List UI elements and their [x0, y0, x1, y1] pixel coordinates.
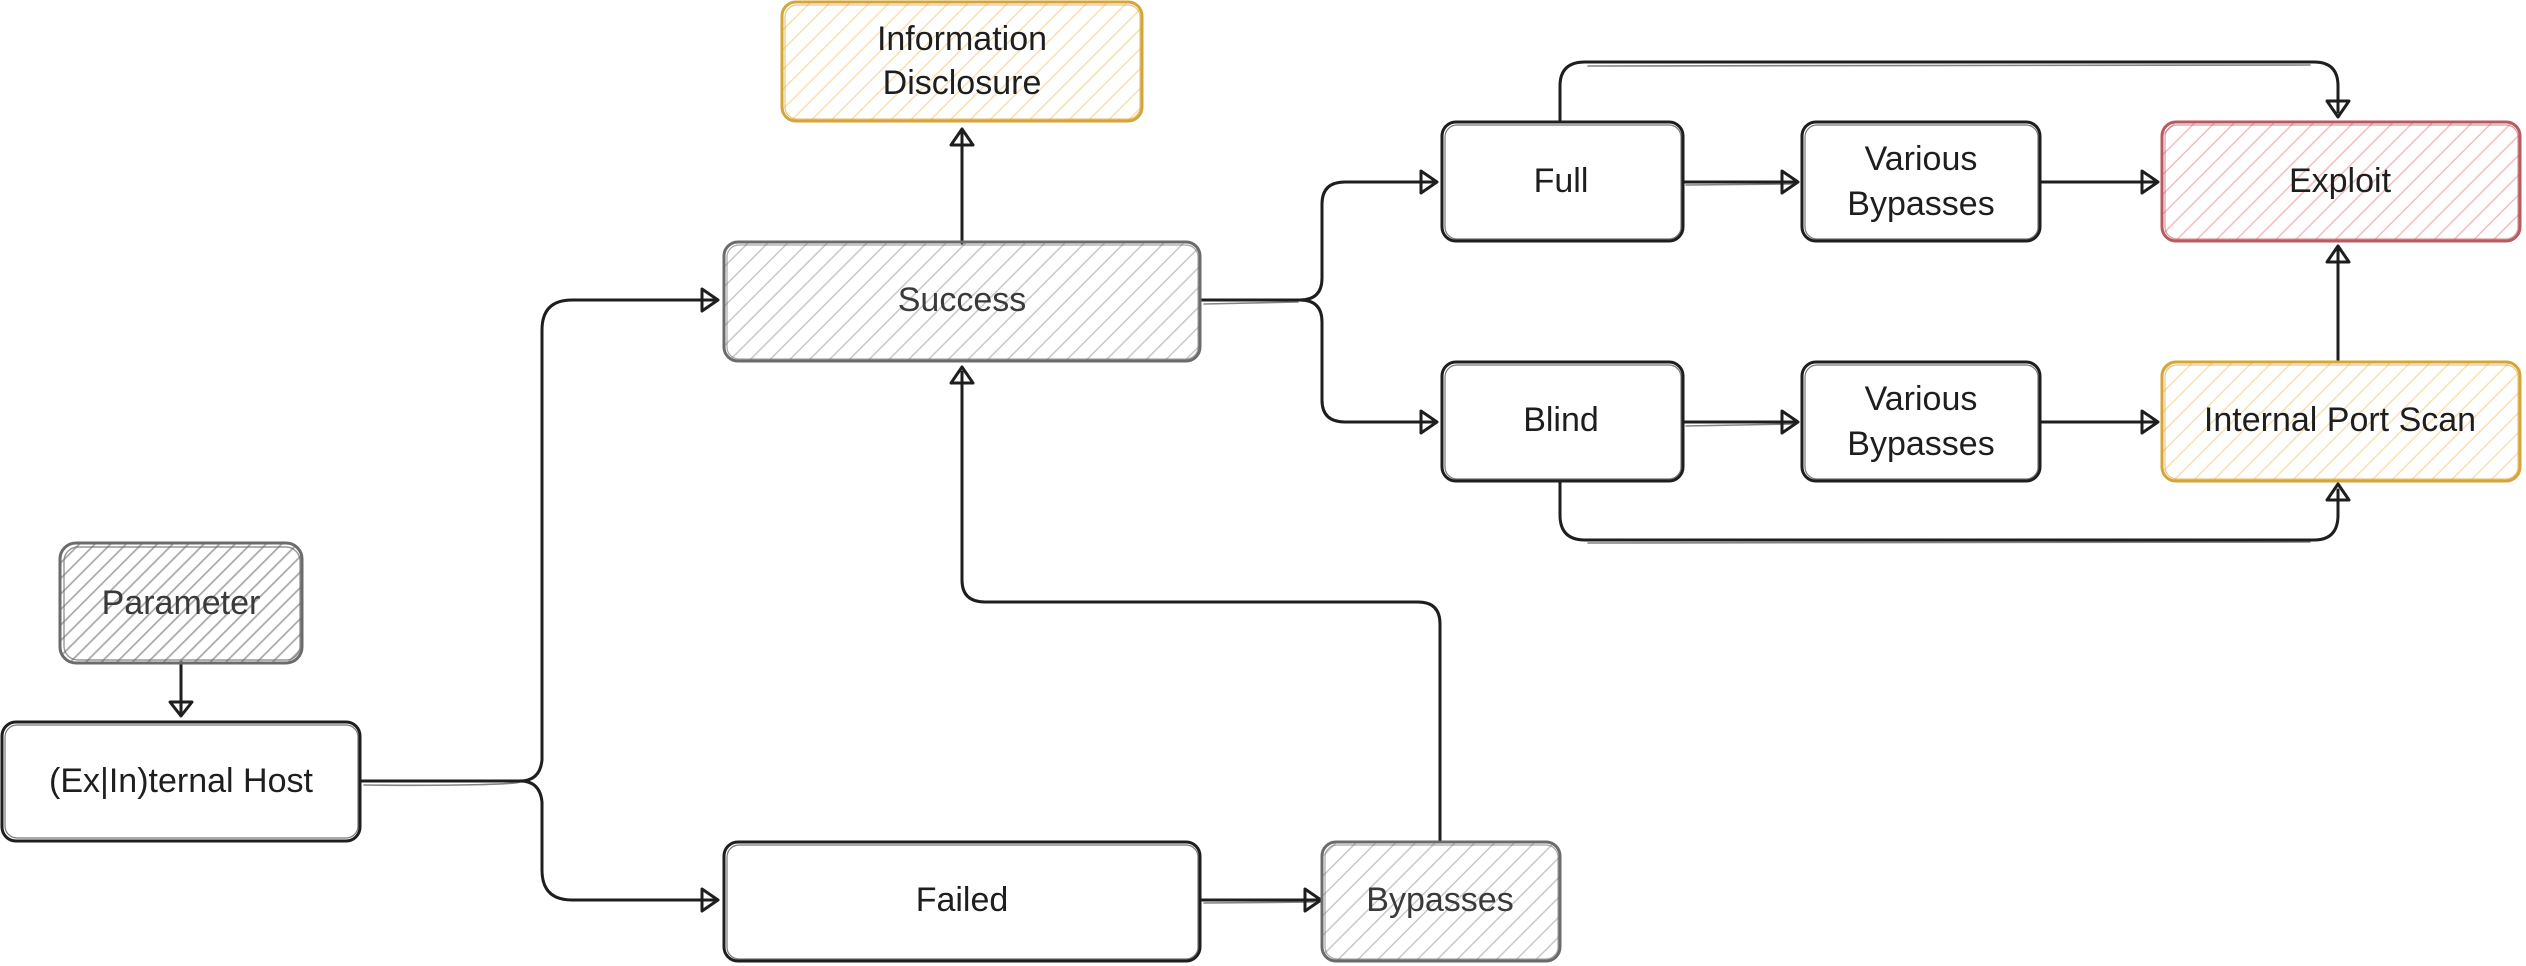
node-bypasses-label: Bypasses	[1366, 881, 1513, 919]
node-host-label: (Ex|In)ternal Host	[49, 762, 313, 800]
arrowhead-exploit-top	[2325, 99, 2351, 119]
node-parameter[interactable]: Parameter	[58, 541, 304, 665]
edge-full-top-to-exploit	[1558, 60, 2340, 122]
arrowhead-full-left	[1419, 169, 1439, 195]
edge-bypasses-to-success	[960, 370, 1442, 844]
node-vb-full-label-line-2: Bypasses	[1847, 185, 1994, 223]
arrowhead-exploit-bottom	[2325, 244, 2351, 264]
edge-blind-to-vb-sketch	[1685, 423, 1793, 427]
arrowhead-exploit-left	[2140, 169, 2160, 195]
node-blind[interactable]: Blind	[1440, 360, 1685, 483]
edge-host-to-failed	[518, 779, 717, 902]
edge-success-to-blind	[1298, 298, 1437, 424]
edges	[168, 60, 2351, 913]
edge-host-to-success	[518, 298, 717, 783]
node-information-disclosure[interactable]: Information Disclosure	[780, 0, 1144, 123]
arrowhead-host-top	[168, 700, 194, 718]
edge-success-fork-sketch	[1203, 301, 1299, 305]
node-success[interactable]: Success	[722, 240, 1202, 363]
arrowhead-vb-blind-left	[1780, 409, 1800, 435]
node-internal-port-scan[interactable]: Internal Port Scan	[2160, 360, 2522, 483]
edge-full-top-to-exploit-sketch	[1587, 64, 2311, 67]
edge-success-to-full	[1298, 180, 1437, 302]
edge-blind-bottom-to-portscan-sketch	[1587, 541, 2311, 544]
arrowhead-failed-left	[700, 887, 720, 913]
node-blind-label: Blind	[1523, 401, 1599, 439]
node-various-bypasses-full[interactable]: Various Bypasses	[1800, 120, 2042, 243]
edge-blind-bottom-to-portscan	[1558, 480, 2340, 542]
node-success-label: Success	[898, 281, 1027, 319]
node-vb-full-label-line-1: Various	[1865, 140, 1978, 178]
node-full[interactable]: Full	[1440, 120, 1685, 243]
arrowhead-bypasses-left	[1303, 887, 1323, 913]
edge-host-fork-sketch	[363, 781, 521, 787]
node-exploit[interactable]: Exploit	[2160, 120, 2522, 243]
arrowhead-success-left	[700, 287, 720, 313]
node-exploit-label: Exploit	[2289, 162, 2392, 200]
edge-full-to-vb-sketch	[1685, 183, 1793, 186]
arrowhead-vb-full-left	[1780, 169, 1800, 195]
node-full-label: Full	[1534, 162, 1589, 200]
arrowhead-portscan-bottom	[2325, 482, 2351, 502]
edge-failed-to-bypasses-sketch	[1203, 901, 1315, 904]
node-host[interactable]: (Ex|In)ternal Host	[0, 720, 362, 843]
node-bypasses[interactable]: Bypasses	[1320, 840, 1562, 963]
node-parameter-label: Parameter	[102, 584, 261, 622]
node-vb-blind-label-line-1: Various	[1865, 380, 1978, 418]
node-failed-label: Failed	[916, 881, 1009, 919]
node-info-label-line-1: Information	[877, 20, 1047, 58]
node-failed[interactable]: Failed	[722, 840, 1202, 963]
node-port-scan-label: Internal Port Scan	[2204, 401, 2476, 439]
arrowhead-blind-left	[1419, 409, 1439, 435]
arrowhead-success-bottom	[949, 365, 975, 385]
node-various-bypasses-blind[interactable]: Various Bypasses	[1800, 360, 2042, 483]
arrowhead-portscan-left	[2140, 409, 2160, 435]
node-vb-blind-label-line-2: Bypasses	[1847, 425, 1994, 463]
node-info-label-line-2: Disclosure	[883, 64, 1042, 102]
arrowhead-info-bottom	[949, 127, 975, 147]
